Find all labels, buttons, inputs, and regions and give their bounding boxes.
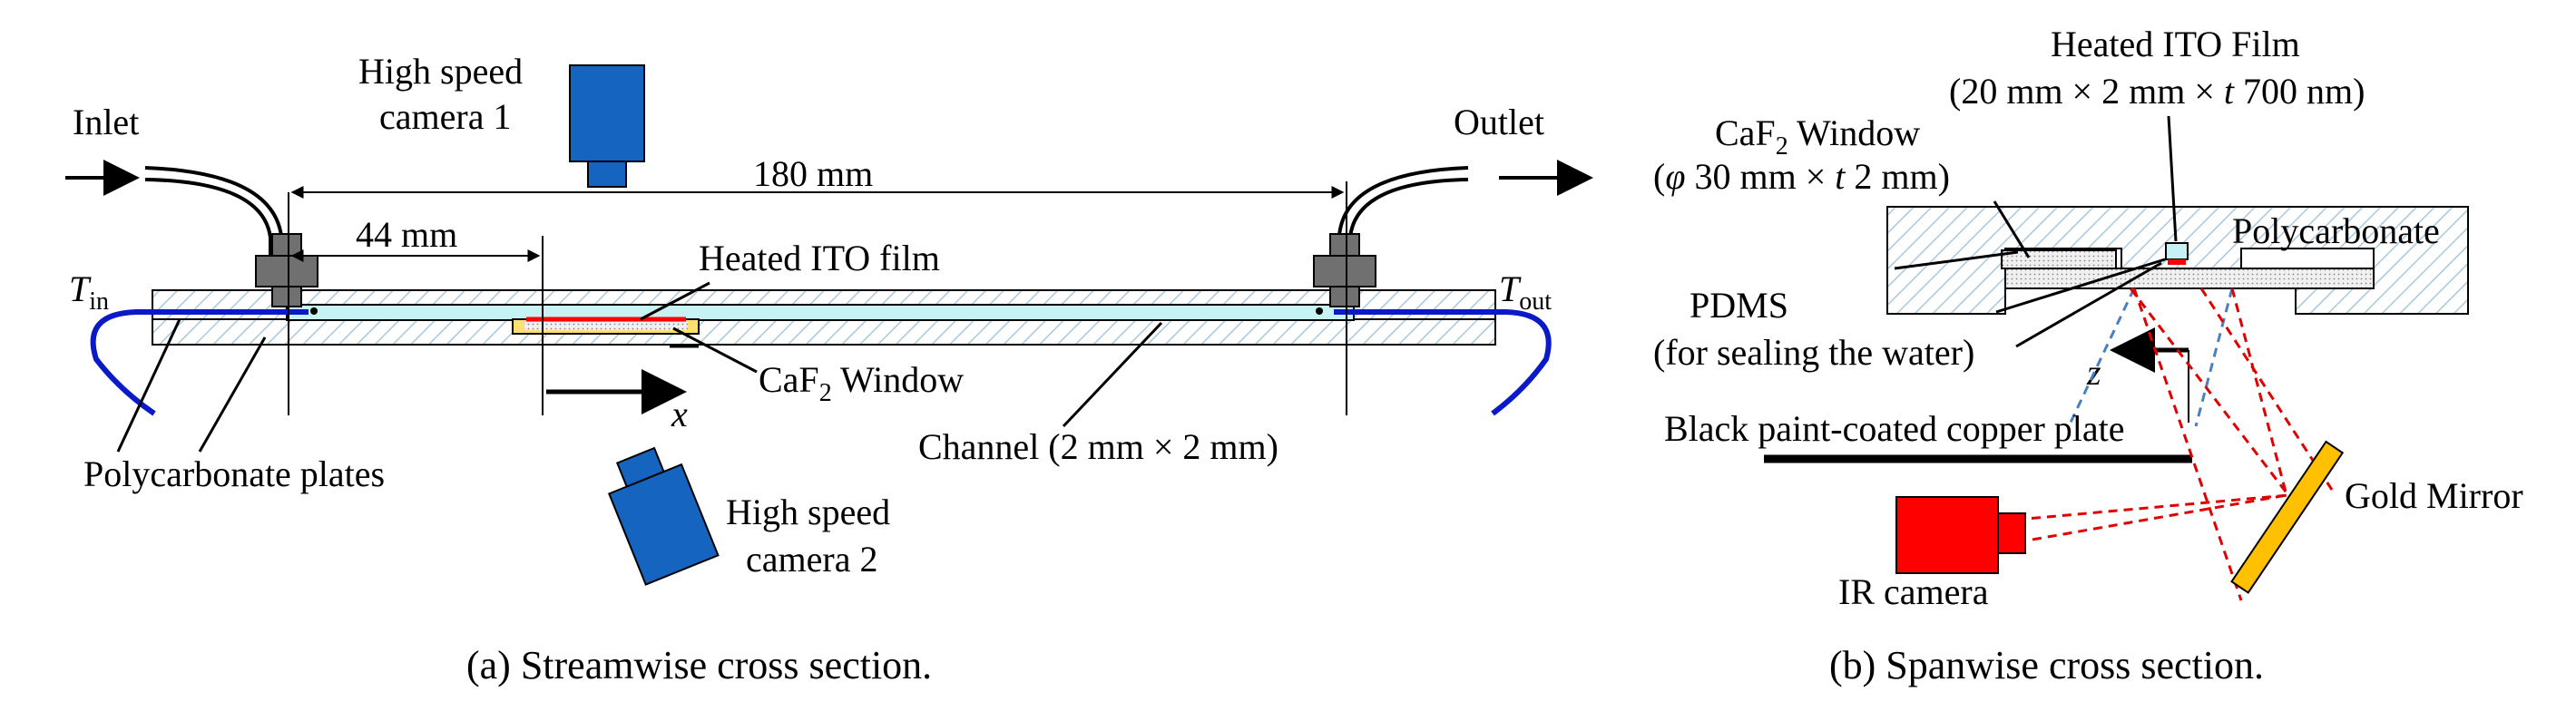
copper-plate-label: Black paint-coated copper plate (1664, 408, 2125, 449)
heated-ito-film-label-b: Heated ITO Film (2051, 24, 2300, 64)
panel-a-streamwise: Inlet Outlet (65, 51, 1593, 687)
ito-dimensions-label: (20 mm × 2 mm × t 700 nm) (1949, 71, 2365, 112)
inlet-tube-outer (144, 166, 283, 272)
view-line-left (2067, 287, 2136, 427)
caf2-window-label-b: CaF2 Window (1715, 112, 1920, 161)
ir-camera-label: IR camera (1838, 571, 1989, 612)
x-axis-label: x (671, 394, 688, 434)
polycarbonate-bottom-plate (152, 318, 1496, 346)
caption-b: (b) Spanwise cross section. (1829, 643, 2264, 687)
ir-ray-right (2026, 287, 2288, 542)
channel-cross-section (2165, 242, 2189, 260)
pdms-leader-1 (1995, 258, 2166, 314)
tin-thermocouple-wire (90, 309, 309, 416)
view-line-right (2194, 287, 2234, 427)
pdms-leader-2 (2015, 261, 2162, 348)
gold-mirror (2230, 440, 2345, 594)
t-in-label: Tin (69, 268, 109, 316)
ir-camera (1895, 496, 1999, 574)
inlet-fitting (255, 233, 318, 307)
camera-1-lens (587, 161, 627, 188)
caf2-window-dimensions-label: (φ 30 mm × t 2 mm) (1653, 156, 1950, 197)
inlet-label: Inlet (73, 102, 139, 142)
channel-label: Channel (2 mm × 2 mm) (918, 426, 1278, 467)
ito-leader (2167, 115, 2178, 242)
polycarbonate-leader-b (1894, 250, 2019, 270)
caption-a: (a) Streamwise cross section. (466, 643, 932, 687)
pdms-seal (2004, 268, 2375, 289)
caf2-window-b (2001, 249, 2117, 269)
inlet-probe-dot (310, 307, 318, 315)
tout-thermocouple-wire (1334, 309, 1552, 416)
ir-ray-direct-2 (2199, 287, 2334, 491)
channel-leader (1062, 321, 1163, 428)
plates-leader-top (116, 318, 181, 453)
inlet-tube-inner (144, 178, 272, 272)
camera-2-label-line2: camera 2 (746, 539, 877, 580)
caf2-window-fill (524, 322, 688, 330)
heated-ito-leader (640, 281, 710, 321)
ir-camera-lens (1997, 512, 2026, 554)
gold-mirror-label: Gold Mirror (2345, 475, 2523, 516)
ir-ray-left (2026, 287, 2291, 521)
plates-leader-bottom (198, 336, 267, 453)
pdms-label: PDMS (1690, 285, 1788, 326)
dimension-44mm-label: 44 mm (356, 214, 457, 255)
panel-b-spanwise: Heated ITO Film (20 mm × 2 mm × t 700 nm… (1653, 24, 2523, 687)
t-out-label: Tout (1499, 268, 1552, 316)
outlet-fitting (1313, 233, 1376, 307)
outlet-tube-outer (1337, 166, 1469, 272)
caf2-window-label-a: CaF2 Window (759, 359, 964, 407)
outlet-probe-dot (1316, 307, 1323, 315)
caf2-window-leader-b (1993, 200, 2031, 258)
ir-ray-direct-1 (2132, 287, 2243, 601)
pdms-note-label: (for sealing the water) (1653, 332, 1974, 373)
outlet-tube-inner (1348, 178, 1469, 272)
camera-1-label-line2: camera 1 (379, 96, 511, 137)
high-speed-camera-2 (607, 446, 720, 586)
caf2-window-leader-a (672, 326, 758, 374)
flow-channel (286, 304, 1355, 321)
outlet-label: Outlet (1454, 102, 1544, 142)
high-speed-camera-1 (569, 64, 645, 162)
dimension-180mm-label: 180 mm (753, 153, 873, 194)
camera-1-label-line1: High speed (358, 51, 523, 92)
polycarbonate-plates-label: Polycarbonate plates (83, 453, 385, 494)
polycarbonate-label-b: Polycarbonate (2232, 210, 2440, 251)
heated-ito-film-label: Heated ITO film (699, 238, 940, 278)
heated-ito-film-b (2168, 259, 2186, 265)
camera-2-label-line1: High speed (726, 492, 890, 532)
